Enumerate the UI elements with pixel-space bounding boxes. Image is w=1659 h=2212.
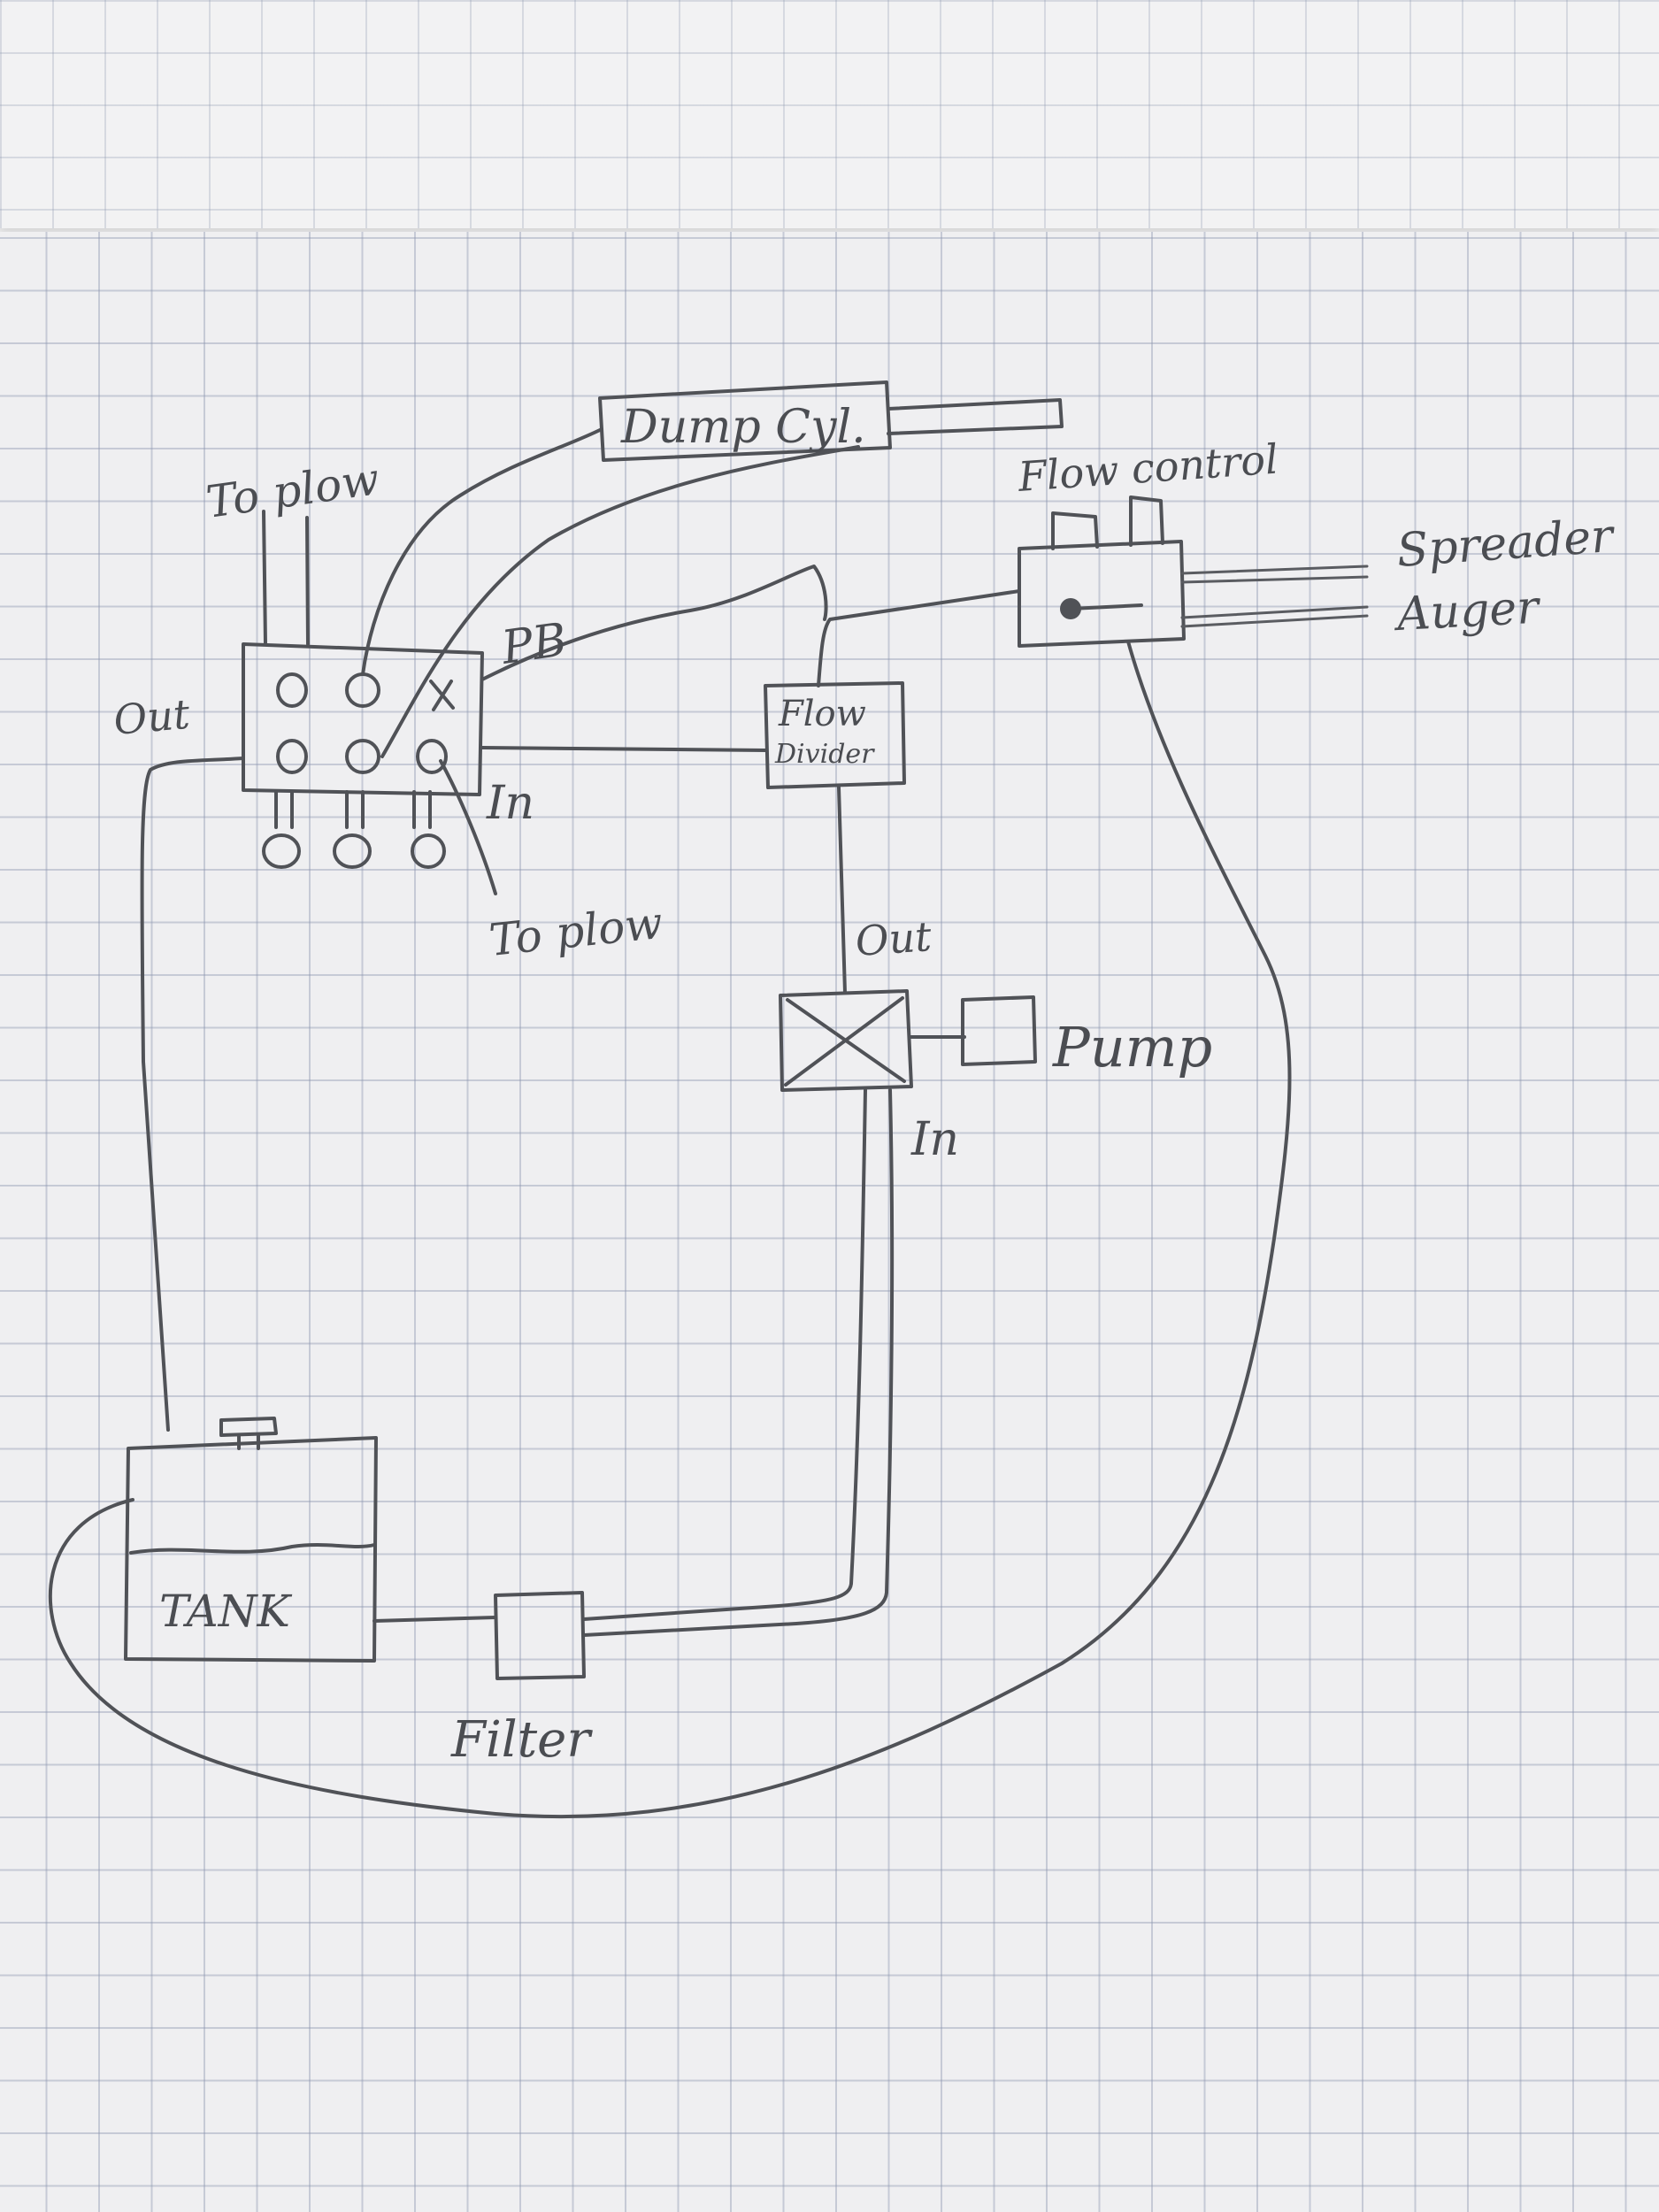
notebook-page-behind: [0, 0, 1659, 228]
pb-label: PB: [497, 613, 570, 675]
flow-control: [1018, 495, 1186, 648]
to-plow-bottom-label: To plow: [487, 897, 664, 966]
pump-label: Pump: [1052, 1015, 1212, 1079]
control-valve: [242, 642, 484, 869]
filter: [494, 1591, 586, 1680]
graph-paper: [0, 232, 1659, 2212]
to-plow-top-label: To plow: [204, 453, 383, 528]
valve-out-label: Out: [111, 690, 192, 744]
pump-in-label: In: [910, 1113, 959, 1166]
pump: [779, 989, 1037, 1092]
spreader-label: Spreader: [1395, 510, 1617, 578]
valve-in-label: In: [486, 777, 534, 830]
filter-label: Filter: [450, 1711, 593, 1769]
pump-out-label: Out: [854, 912, 933, 965]
flow-divider-label-2: Divider: [774, 739, 875, 770]
flow-divider-label-1: Flow: [778, 694, 866, 734]
tank-label: TANK: [159, 1586, 292, 1637]
hydraulic-lines: [48, 427, 1369, 1819]
dump-cylinder: Dump Cyl.: [598, 380, 1064, 462]
tank: [124, 1417, 378, 1663]
auger-label: Auger: [1393, 581, 1543, 642]
dump-cylinder-label: Dump Cyl.: [620, 401, 866, 454]
flow-control-label: Flow control: [1016, 435, 1279, 501]
flow-divider: Flow Divider: [764, 681, 906, 789]
